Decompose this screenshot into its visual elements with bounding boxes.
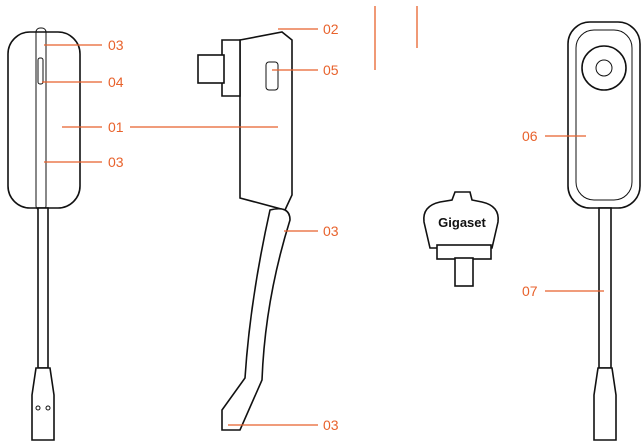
headset-back-view xyxy=(567,21,641,441)
callout-03: 03 xyxy=(108,154,124,170)
callout-03: 03 xyxy=(108,37,124,53)
gigaset-adapter: Gigaset xyxy=(423,191,499,287)
headset-side-view xyxy=(197,31,293,431)
callout-04: 04 xyxy=(108,74,124,90)
callout-06: 06 xyxy=(522,128,538,144)
headset-front-view xyxy=(7,27,81,441)
callout-07: 07 xyxy=(522,283,538,299)
leader-lines xyxy=(42,28,604,426)
callout-02: 02 xyxy=(323,21,339,37)
callout-01: 01 xyxy=(108,119,124,135)
callout-05: 05 xyxy=(323,62,339,78)
callout-03: 03 xyxy=(323,223,339,239)
gigaset-logo: Gigaset xyxy=(438,215,486,230)
callout-03: 03 xyxy=(323,417,339,433)
